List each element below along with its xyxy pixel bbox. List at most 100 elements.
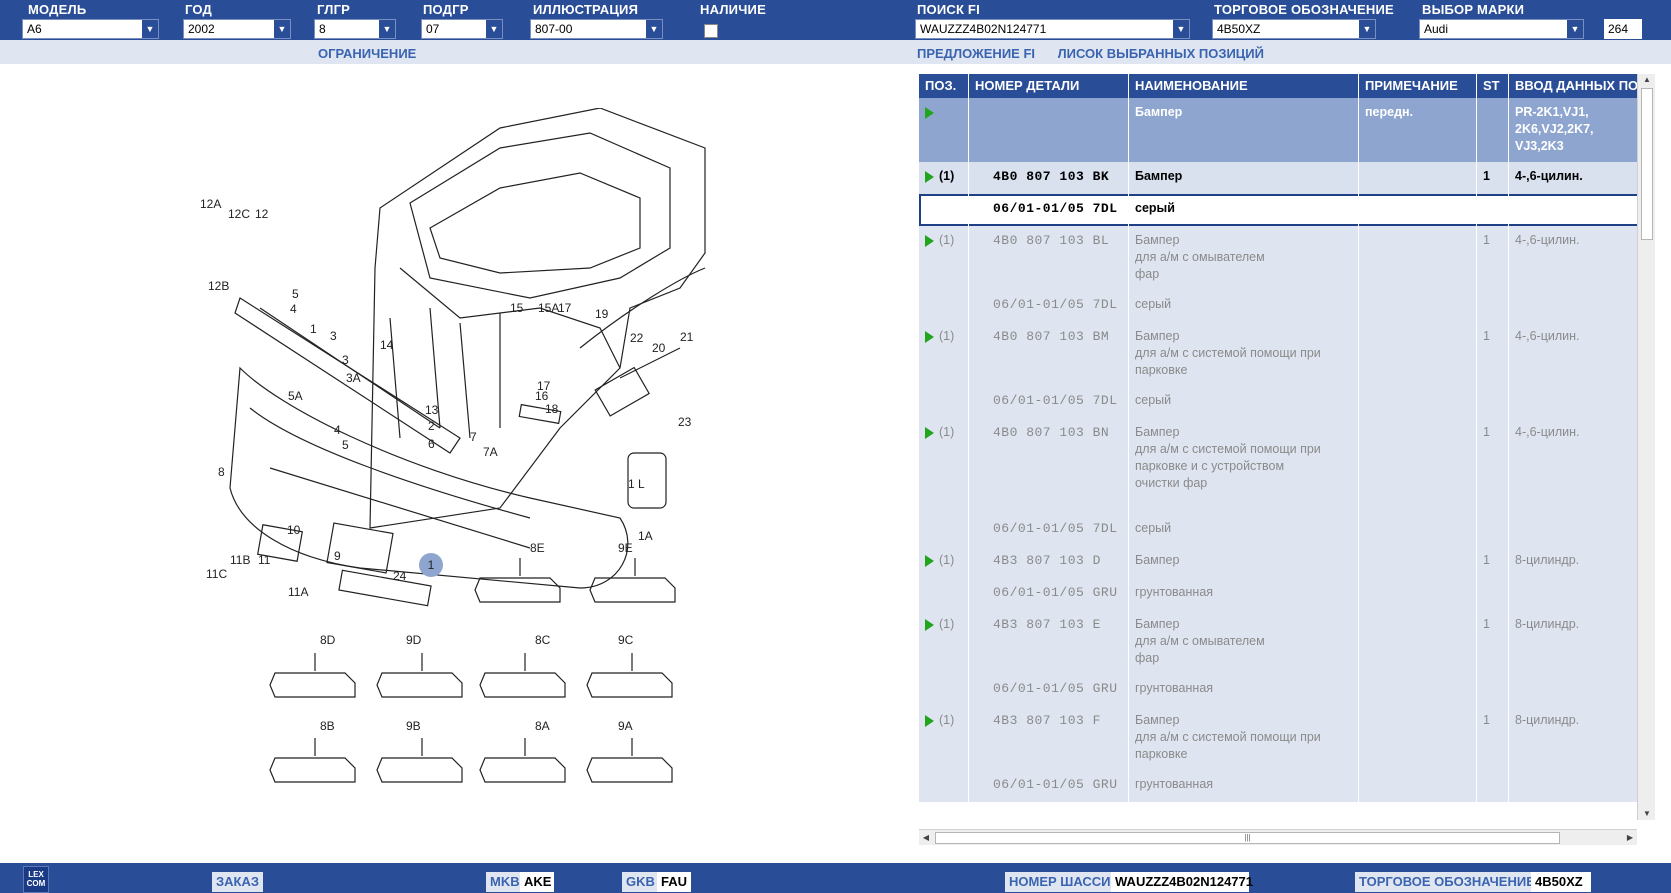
callout-label[interactable]: 8A [535, 719, 550, 733]
callout-label[interactable]: 13 [425, 403, 439, 417]
callout-label[interactable]: 17 [558, 301, 572, 315]
callout-label[interactable]: 7A [483, 445, 498, 459]
trade-code-select[interactable]: 4B50XZ ▼ [1212, 19, 1376, 39]
sub-group-select[interactable]: 07 ▼ [421, 19, 503, 39]
highlighted-callout[interactable] [419, 553, 443, 577]
play-icon[interactable] [925, 106, 934, 119]
callout-label[interactable]: 24 [393, 569, 407, 583]
callout-label[interactable]: 5 [292, 287, 299, 301]
callout-label[interactable]: 12C [228, 207, 250, 221]
chevron-down-icon[interactable]: ▼ [379, 20, 395, 38]
scroll-right-icon[interactable]: ▶ [1626, 833, 1634, 842]
callout-label[interactable]: 12A [200, 197, 221, 211]
callout-label[interactable]: 14 [380, 338, 394, 352]
column-name[interactable]: НАИМЕНОВАНИЕ [1129, 74, 1359, 98]
callout-label[interactable]: 9B [406, 719, 421, 733]
order-button[interactable]: ЗАКАЗ [212, 872, 263, 892]
model-select[interactable]: A6 ▼ [22, 19, 159, 39]
callout-label[interactable]: 11 [258, 553, 271, 567]
callout-label[interactable]: 11A [288, 585, 308, 599]
callout-label[interactable]: 11B [230, 553, 250, 567]
callout-label[interactable]: 8B [320, 719, 335, 733]
fi-search-input[interactable]: WAUZZZ4B02N124771 ▼ [915, 19, 1190, 39]
callout-label[interactable]: 9D [406, 633, 422, 647]
play-icon[interactable] [925, 170, 934, 183]
callout-label[interactable]: 9E [618, 541, 633, 555]
callout-label[interactable]: 15A [538, 301, 559, 315]
scroll-down-icon[interactable]: ▼ [1643, 809, 1651, 818]
column-st[interactable]: ST [1477, 74, 1509, 98]
callout-label[interactable]: 3 [330, 329, 337, 343]
callout-label[interactable]: 1 L [628, 477, 645, 491]
selected-list-link[interactable]: ЛИСОК ВЫБРАННЫХ ПОЗИЦИЙ [1058, 46, 1264, 61]
main-group-select[interactable]: 8 ▼ [314, 19, 396, 39]
scroll-left-icon[interactable]: ◀ [922, 833, 930, 842]
play-icon[interactable] [925, 426, 934, 439]
callout-label[interactable]: 21 [680, 330, 694, 344]
chevron-down-icon[interactable]: ▼ [274, 20, 290, 38]
callout-label[interactable]: 22 [630, 331, 644, 345]
callout-label[interactable]: 4 [290, 302, 297, 316]
callout-label[interactable]: 2 [428, 419, 435, 433]
fi-offer-link[interactable]: ПРЕДЛОЖЕНИЕ FI [917, 46, 1035, 61]
callout-label[interactable]: 12 [255, 207, 269, 221]
year-select[interactable]: 2002 ▼ [183, 19, 291, 39]
callout-label[interactable]: 3 [342, 353, 349, 367]
callout-label[interactable]: 9C [618, 633, 634, 647]
callout-label[interactable]: 5A [288, 389, 303, 403]
column-data-input[interactable]: ВВОД ДАННЫХ ПО [1509, 74, 1656, 98]
play-icon[interactable] [925, 330, 934, 343]
scroll-thumb[interactable] [1641, 88, 1653, 240]
callout-label[interactable]: 17 [537, 379, 551, 393]
chevron-down-icon[interactable]: ▼ [1359, 20, 1375, 38]
chevron-down-icon[interactable]: ▼ [1567, 20, 1583, 38]
availability-checkbox[interactable] [704, 24, 718, 38]
callout-label[interactable]: 9A [618, 719, 633, 733]
callout-label[interactable]: 6 [428, 437, 435, 451]
scroll-up-icon[interactable]: ▲ [1643, 75, 1651, 84]
brand-select[interactable]: Audi ▼ [1419, 19, 1584, 39]
horizontal-scrollbar[interactable]: ◀ ||| ▶ [919, 829, 1637, 845]
callout-label[interactable]: 11C [206, 567, 227, 581]
callout-label[interactable]: 4 [334, 423, 341, 437]
chevron-down-icon[interactable]: ▼ [646, 20, 662, 38]
callout-label[interactable]: 1A [638, 529, 653, 543]
callout-label[interactable]: 3A [346, 371, 361, 385]
callout-label[interactable]: 7 [470, 430, 477, 444]
callout-label[interactable]: 23 [678, 415, 692, 429]
callout-label[interactable]: 8E [530, 541, 545, 555]
callout-label[interactable]: 8D [320, 633, 336, 647]
callout-label[interactable]: 19 [595, 307, 609, 321]
callout-label[interactable]: 10 [287, 523, 301, 537]
column-part-number[interactable]: НОМЕР ДЕТАЛИ [969, 74, 1129, 98]
play-icon[interactable] [925, 234, 934, 247]
callout-label[interactable]: 18 [545, 402, 559, 416]
extra-number-field[interactable]: 264 [1604, 19, 1642, 39]
callout-label[interactable]: 15 [510, 301, 524, 315]
callout-label[interactable]: 8 [218, 465, 225, 479]
restriction-link[interactable]: ОГРАНИЧЕНИЕ [318, 46, 417, 61]
callout-label[interactable]: 9 [334, 549, 341, 563]
chevron-down-icon[interactable]: ▼ [142, 20, 158, 38]
play-icon[interactable] [925, 714, 934, 727]
vertical-scrollbar[interactable]: ▲ ▼ [1637, 74, 1655, 820]
callout-label[interactable]: 8C [535, 633, 551, 647]
chevron-down-icon[interactable]: ▼ [486, 20, 502, 38]
callout-label[interactable]: 16 [535, 389, 549, 403]
scroll-thumb-h[interactable]: ||| [935, 832, 1560, 844]
callout-label[interactable]: 12B [208, 279, 229, 293]
callout-label[interactable]: 5 [342, 438, 349, 452]
